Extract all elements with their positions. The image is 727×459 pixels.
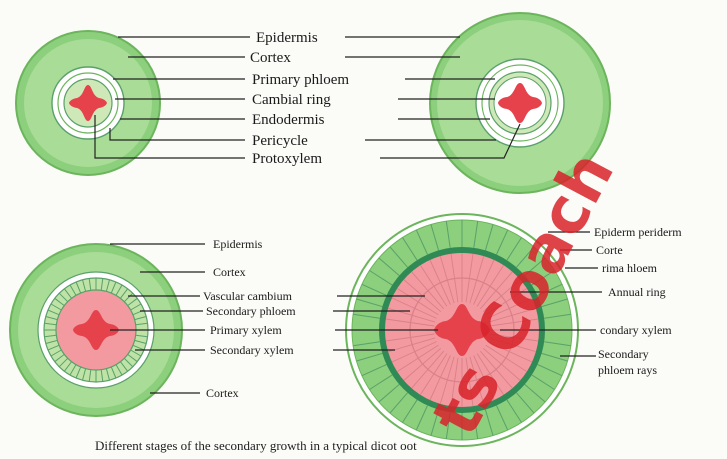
label-cortex: Cortex [250, 50, 291, 66]
bottom-left-labels: Epidermis Cortex Vascular cambium Second… [203, 237, 296, 400]
label-primary-xylem: Primary xylem [210, 323, 282, 337]
label-vascular-cambium: Vascular cambium [203, 289, 293, 303]
label-cambial-ring: Cambial ring [252, 92, 331, 108]
label-cortex-lower: Cortex [206, 386, 239, 400]
bottom-right-labels: Epiderm periderm Corte rima hloem Annual… [594, 225, 682, 377]
label-epidermis-periderm: Epiderm periderm [594, 225, 682, 239]
label-secondary-phloem-rays-line1: Secondary [598, 347, 649, 361]
label-primary-phloem: rima hloem [602, 261, 658, 275]
label-epidermis: Epidermis [213, 237, 263, 251]
label-cortex: Corte [596, 243, 623, 257]
section-top-left [16, 31, 160, 175]
label-cortex: Cortex [213, 265, 246, 279]
label-protoxylem: Protoxylem [252, 151, 322, 167]
figure-caption: Different stages of the secondary growth… [95, 438, 417, 453]
label-secondary-phloem: Secondary phloem [206, 304, 296, 318]
label-secondary-xylem: condary xylem [600, 323, 672, 337]
label-pericycle: Pericycle [252, 133, 308, 149]
label-primary-phloem: Primary phloem [252, 72, 349, 88]
label-endodermis: Endodermis [252, 112, 325, 128]
label-secondary-phloem-rays-line2: phloem rays [598, 363, 657, 377]
top-labels: Epidermis Cortex Primary phloem Cambial … [250, 30, 349, 167]
label-epidermis: Epidermis [256, 30, 318, 46]
label-secondary-xylem: Secondary xylem [210, 343, 294, 357]
label-annual-ring: Annual ring [608, 285, 666, 299]
